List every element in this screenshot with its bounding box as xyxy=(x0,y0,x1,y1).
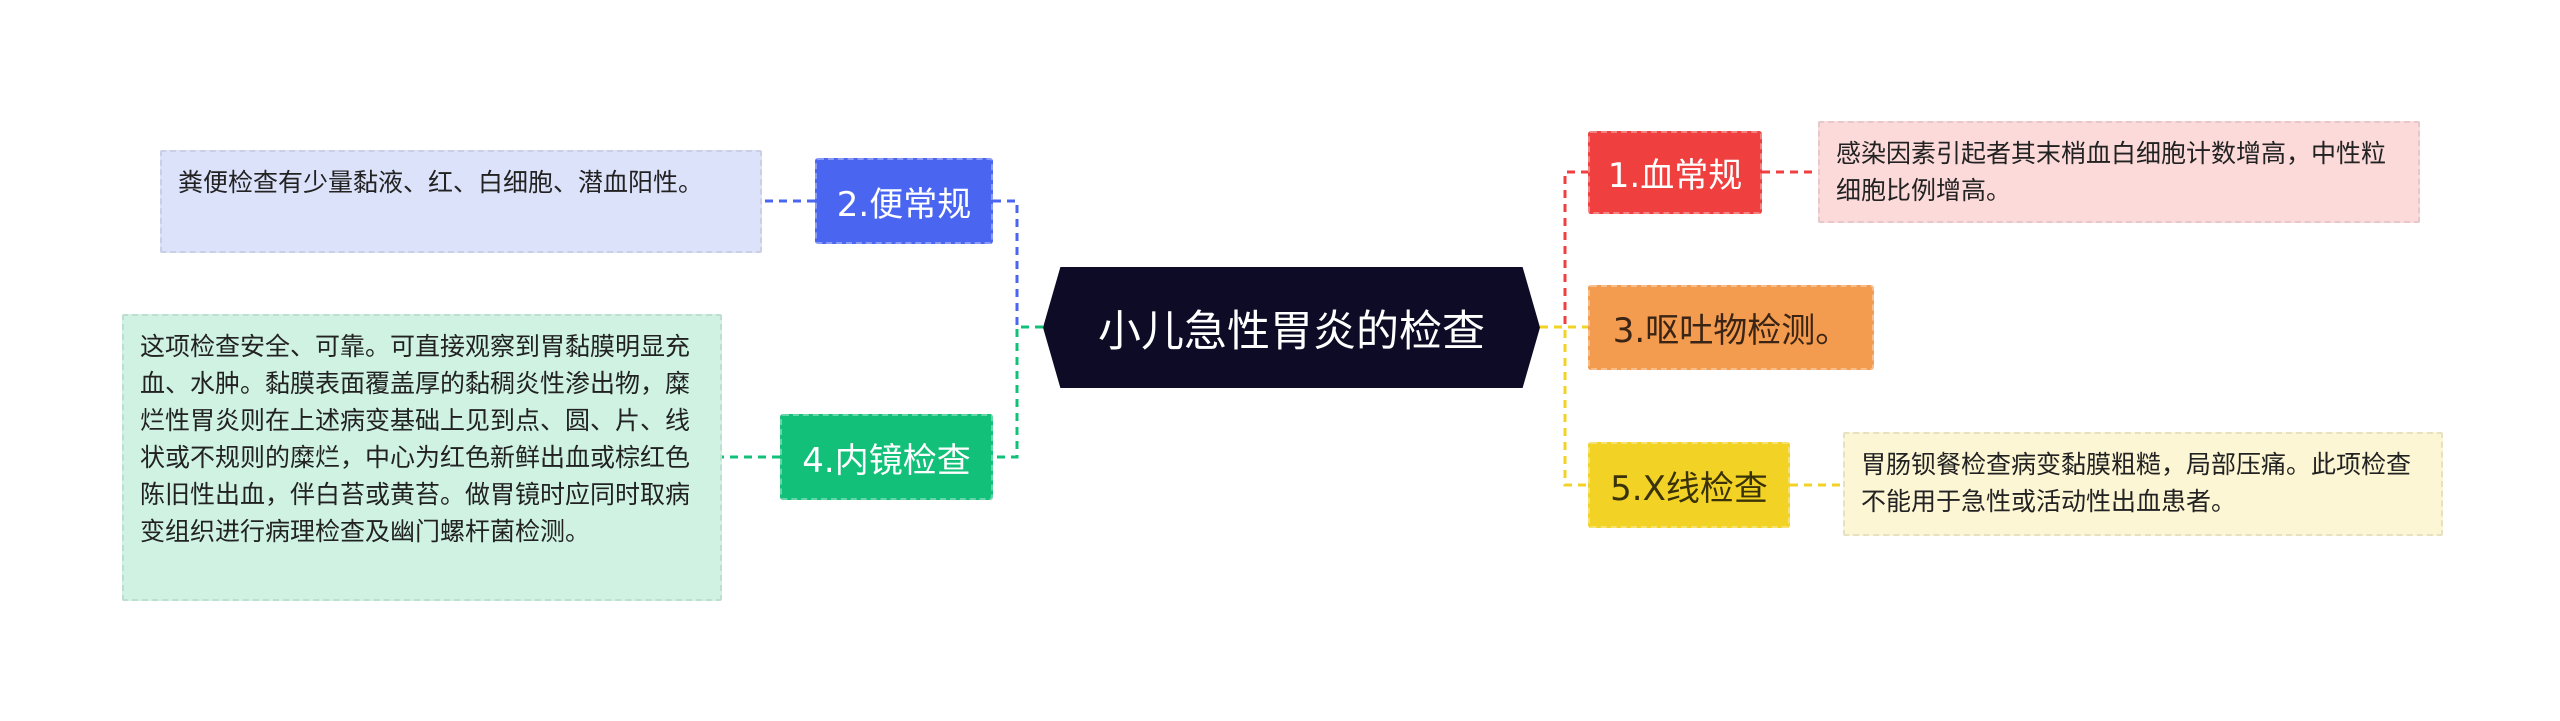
branch-vomitus-test[interactable]: 3.呕吐物检测。 xyxy=(1588,285,1874,370)
branch-stool-routine[interactable]: 2.便常规 xyxy=(815,158,993,244)
leaf-blood-routine-detail[interactable]: 感染因素引起者其末梢血白细胞计数增高，中性粒细胞比例增高。 xyxy=(1818,121,2420,223)
link-center-b5 xyxy=(1540,325,1588,487)
branch-endoscopy[interactable]: 4.内镜检查 xyxy=(780,414,993,500)
branch-label: 4.内镜检查 xyxy=(802,440,971,481)
branch-label: 5.X线检查 xyxy=(1610,468,1768,509)
branch-xray[interactable]: 5.X线检查 xyxy=(1588,442,1790,528)
branch-label: 2.便常规 xyxy=(836,184,972,225)
branch-blood-routine[interactable]: 1.血常规 xyxy=(1588,131,1762,214)
branch-label: 3.呕吐物检测。 xyxy=(1612,311,1850,351)
link-center-b4 xyxy=(993,325,1043,459)
center-topic[interactable]: 小儿急性胃炎的检查 xyxy=(1043,267,1540,388)
link-center-b2 xyxy=(993,199,1043,329)
center-topic-label: 小儿急性胃炎的检查 xyxy=(1098,306,1485,357)
leaf-endoscopy-detail[interactable]: 这项检查安全、可靠。可直接观察到胃黏膜明显充血、水肿。黏膜表面覆盖厚的黏稠炎性渗… xyxy=(122,314,722,601)
leaf-text: 胃肠钡餐检查病变黏膜粗糙，局部压痛。此项检查不能用于急性或活动性出血患者。 xyxy=(1861,450,2412,516)
leaf-text: 这项检查安全、可靠。可直接观察到胃黏膜明显充血、水肿。黏膜表面覆盖厚的黏稠炎性渗… xyxy=(140,332,691,546)
leaf-stool-routine-detail[interactable]: 粪便检查有少量黏液、红、白细胞、潜血阳性。 xyxy=(160,150,762,253)
leaf-xray-detail[interactable]: 胃肠钡餐检查病变黏膜粗糙，局部压痛。此项检查不能用于急性或活动性出血患者。 xyxy=(1843,432,2443,536)
link-center-b1 xyxy=(1540,170,1588,329)
leaf-text: 粪便检查有少量黏液、红、白细胞、潜血阳性。 xyxy=(178,168,704,197)
leaf-text: 感染因素引起者其末梢血白细胞计数增高，中性粒细胞比例增高。 xyxy=(1836,139,2387,205)
branch-label: 1.血常规 xyxy=(1607,156,1743,196)
